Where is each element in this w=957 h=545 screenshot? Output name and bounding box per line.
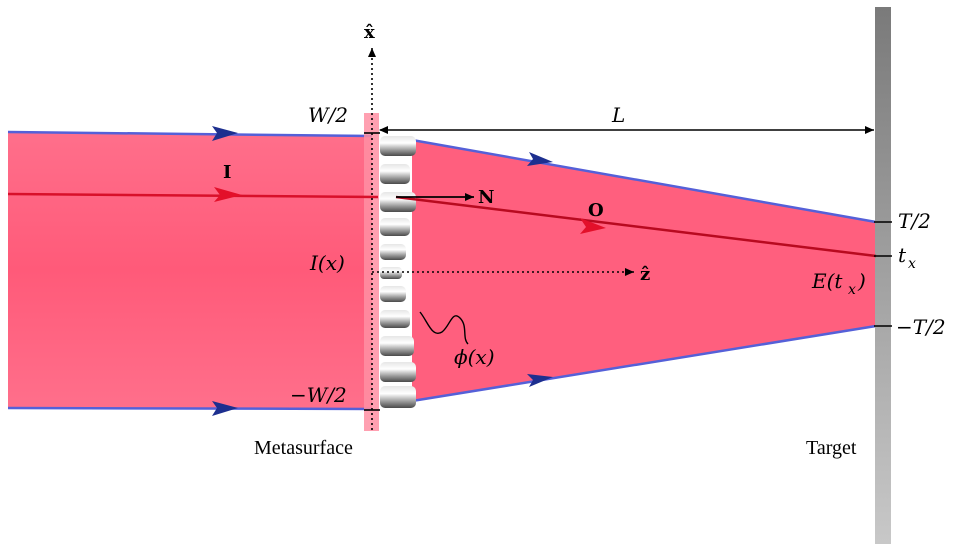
- T-top-label: T/2: [898, 209, 931, 233]
- incident-ray: [7, 192, 379, 199]
- beam-edge-arrows: [212, 126, 553, 416]
- pillar: [380, 386, 416, 408]
- pillar: [380, 286, 406, 302]
- tick-marks: [364, 132, 892, 411]
- x-axis-label: x̂: [364, 22, 375, 43]
- O-label: O: [588, 200, 604, 221]
- z-axis-label: ẑ: [640, 264, 650, 285]
- output-beam-bottom-edge: [411, 324, 877, 403]
- pillar: [380, 336, 414, 356]
- arrowhead-icon: [580, 218, 606, 234]
- arrowhead-icon: [212, 126, 238, 141]
- incident-beam-top-edge: [7, 130, 373, 138]
- output-beam: [412, 140, 876, 401]
- pillar: [380, 244, 406, 260]
- pillar: [380, 136, 416, 156]
- I-x-label: I(x): [309, 251, 345, 275]
- W-top-label: W/2: [308, 103, 348, 127]
- incident-beam: [8, 132, 372, 408]
- ray-arrows: [214, 187, 606, 234]
- pillar: [380, 267, 402, 279]
- target-label: Target: [806, 437, 857, 459]
- pillar: [380, 218, 410, 236]
- svg-text:x: x: [848, 282, 856, 298]
- phi-connector-squiggle: [419, 311, 469, 345]
- I-label: I: [223, 162, 231, 183]
- arrowhead-icon: [214, 187, 242, 202]
- T-bottom-label: −T/2: [896, 315, 946, 339]
- svg-text:x: x: [908, 256, 916, 272]
- E-t-x-label: E(t x ): [811, 269, 866, 298]
- phi-x-label: ϕ(x): [454, 345, 495, 369]
- metasurface-pillars: [380, 136, 416, 408]
- svg-text:t: t: [898, 243, 907, 267]
- svg-text:E(t: E(t: [811, 269, 843, 293]
- arrowhead-icon: [527, 374, 553, 387]
- incident-beam-bottom-edge: [7, 406, 373, 411]
- metasurface-strip: [364, 113, 379, 431]
- metasurface-label: Metasurface: [254, 437, 353, 459]
- pillar: [380, 310, 410, 328]
- N-label: N: [478, 187, 494, 208]
- W-bottom-label: −W/2: [290, 383, 347, 407]
- target-plate: [875, 7, 891, 544]
- output-beam-top-edge: [411, 138, 877, 224]
- arrowhead-icon: [527, 152, 553, 166]
- L-label: L: [611, 103, 625, 127]
- output-ray: [395, 195, 877, 258]
- pillar: [380, 192, 416, 212]
- pillar: [380, 164, 410, 184]
- svg-text:): ): [857, 269, 866, 293]
- pillar: [380, 362, 416, 382]
- t-x-label: t x: [898, 243, 916, 272]
- arrowhead-icon: [212, 401, 238, 416]
